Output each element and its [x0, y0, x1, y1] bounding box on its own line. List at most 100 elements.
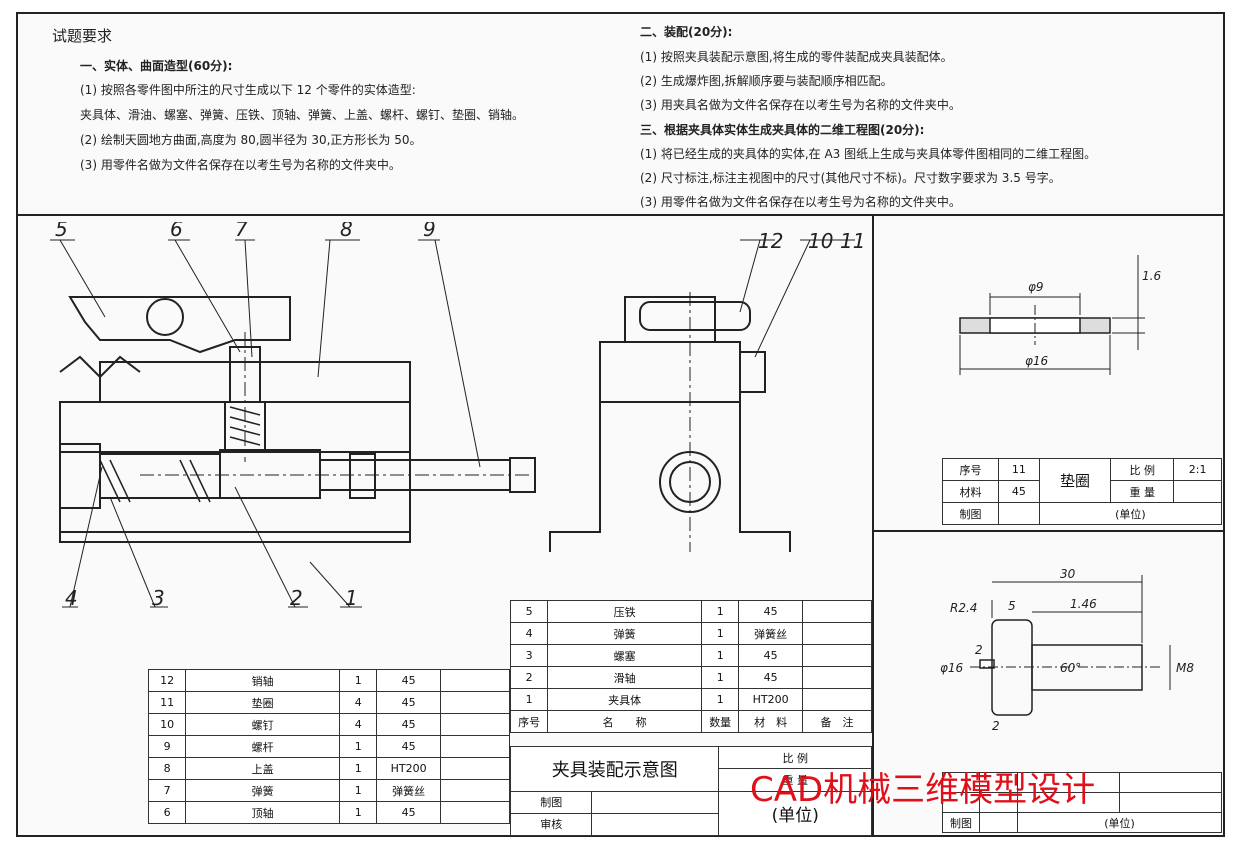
section3-title: 三、根据夹具体实体生成夹具体的二维工程图(20分):	[640, 123, 925, 137]
bom-cell-name: 螺塞	[547, 644, 703, 667]
tb-unit: (单位)	[1016, 812, 1223, 833]
section1-line: (1) 按照各零件图中所注的尺寸生成以下 12 个零件的实体造型:	[80, 83, 416, 97]
bom-cell-mat: 45	[738, 600, 803, 623]
bom-cell-mat: 45	[376, 801, 441, 824]
requirements-heading: 试题要求	[52, 27, 113, 45]
section1-line: 夹具体、滑油、螺塞、弹簧、压铁、顶轴、弹簧、上盖、螺杆、螺钉、垫圈、销轴。	[80, 108, 525, 122]
bom-cell-note	[801, 688, 873, 711]
bom-cell-no: 11	[147, 691, 187, 714]
tb-value: 11	[998, 458, 1040, 481]
bom-cell-mat: 45	[376, 669, 441, 692]
bom-cell-note	[439, 713, 511, 736]
washer-outer-dim: φ16	[1025, 354, 1049, 368]
tb-label: 重 量	[1110, 480, 1175, 503]
washer-thickness-dim: 1.6	[1142, 269, 1161, 283]
watermark: CAD机械三维模型设计	[750, 770, 1096, 810]
bom-cell-note	[439, 691, 511, 714]
bom-cell-name: 夹具体	[547, 688, 703, 711]
bom-cell-qty: 4	[339, 713, 378, 736]
screw-length-dim: 30	[1060, 567, 1076, 581]
screw-radius-dim: R2.4	[950, 601, 977, 615]
screw-thread-size: M8	[1176, 661, 1194, 675]
section1-line: (3) 用零件名做为文件名保存在以考生号为名称的文件夹中。	[80, 158, 401, 172]
balloon-11: 11	[840, 229, 865, 253]
bom-cell-no: 8	[147, 757, 187, 780]
bom-cell-no: 7	[147, 779, 187, 802]
bom-cell-qty: 1	[701, 666, 740, 689]
bom-cell-mat: 45	[376, 713, 441, 736]
bom-cell-qty: 1	[339, 757, 378, 780]
balloon-4: 4	[65, 586, 78, 610]
bom-cell-no: 1	[509, 688, 549, 711]
screw-diameter-dim: φ16	[940, 661, 964, 675]
washer-drawing: φ9 φ16 1.6	[959, 255, 1161, 375]
bom-cell-name: 压铁	[547, 600, 703, 623]
washer-inner-dim: φ9	[1028, 280, 1044, 294]
section2-line: (1) 按照夹具装配示意图,将生成的零件装配成夹具装配体。	[640, 50, 953, 64]
bom-cell-mat: 45	[376, 735, 441, 758]
section1-title: 一、实体、曲面造型(60分):	[80, 59, 233, 73]
bom-cell-no: 9	[147, 735, 187, 758]
bom-cell-note	[439, 735, 511, 758]
bom-cell-name: 上盖	[185, 757, 341, 780]
bom-cell-note	[801, 622, 873, 645]
section2-line: (2) 生成爆炸图,拆解顺序要与装配顺序相匹配。	[640, 74, 893, 88]
section2-line: (3) 用夹具名做为文件名保存在以考生号为名称的文件夹中。	[640, 98, 961, 112]
bom-cell-name: 弹簧	[547, 622, 703, 645]
balloon-5: 5	[55, 222, 68, 241]
bom-cell-name: 螺杆	[185, 735, 341, 758]
screw-drawing: 30 R2.4 5 1.46 φ16 2 60° M8 2	[940, 567, 1194, 733]
section3-line: (3) 用零件名做为文件名保存在以考生号为名称的文件夹中。	[640, 195, 961, 209]
balloon-1: 1	[345, 586, 358, 610]
bom-cell-name: 滑轴	[547, 666, 703, 689]
bom-header-qty: 数量	[701, 710, 740, 733]
bom-cell-qty: 1	[339, 801, 378, 824]
section1-line: (2) 绘制天圆地方曲面,高度为 80,圆半径为 30,正方形长为 50。	[80, 133, 422, 147]
bom-cell-name: 垫圈	[185, 691, 341, 714]
tb-label: 材料	[941, 480, 1000, 503]
bom-cell-no: 12	[147, 669, 187, 692]
bom-cell-note	[439, 801, 511, 824]
bom-cell-no: 4	[509, 622, 549, 645]
bom-cell-mat: HT200	[376, 757, 441, 780]
section2-title: 二、装配(20分):	[640, 25, 733, 39]
section3-line: (2) 尺寸标注,标注主视图中的尺寸(其他尺寸不标)。尺寸数字要求为 3.5 号…	[640, 171, 1061, 185]
bom-header-note: 备 注	[801, 710, 873, 733]
bom-cell-note	[801, 644, 873, 667]
bom-cell-mat: 45	[376, 691, 441, 714]
bom-cell-mat: 弹簧丝	[738, 622, 803, 645]
tb-value	[998, 502, 1040, 525]
bom-cell-name: 顶轴	[185, 801, 341, 824]
bom-cell-name: 销轴	[185, 669, 341, 692]
bom-cell-name: 弹簧	[185, 779, 341, 802]
bom-cell-no: 6	[147, 801, 187, 824]
screw-slot-dim: 2	[975, 643, 983, 657]
bom-cell-qty: 1	[701, 600, 740, 623]
bom-cell-qty: 1	[701, 644, 740, 667]
screw-slot-width-dim: 2	[992, 719, 1000, 733]
bom-cell-no: 10	[147, 713, 187, 736]
tb-label: 制图	[942, 812, 980, 833]
bom-cell-qty: 1	[701, 622, 740, 645]
tb-value: 2:1	[1173, 458, 1222, 481]
bom-cell-note	[439, 669, 511, 692]
balloon-7: 7	[235, 222, 248, 241]
main-title-block: 夹具装配示意图 比 例 重 量 制图 (单位) 审核	[509, 745, 872, 837]
tb-label: 比 例	[1110, 458, 1175, 481]
tb-value	[1173, 480, 1222, 503]
balloon-10: 10	[808, 229, 833, 253]
assembly-title: 夹具装配示意图	[509, 746, 720, 792]
screw-thread-dim: 1.46	[1070, 597, 1097, 611]
screw-title-block: 制图 (单位)	[942, 772, 1223, 833]
bom-cell-mat: 45	[738, 666, 803, 689]
bom-header-mat: 材 料	[738, 710, 803, 733]
bom-cell-qty: 1	[339, 779, 378, 802]
